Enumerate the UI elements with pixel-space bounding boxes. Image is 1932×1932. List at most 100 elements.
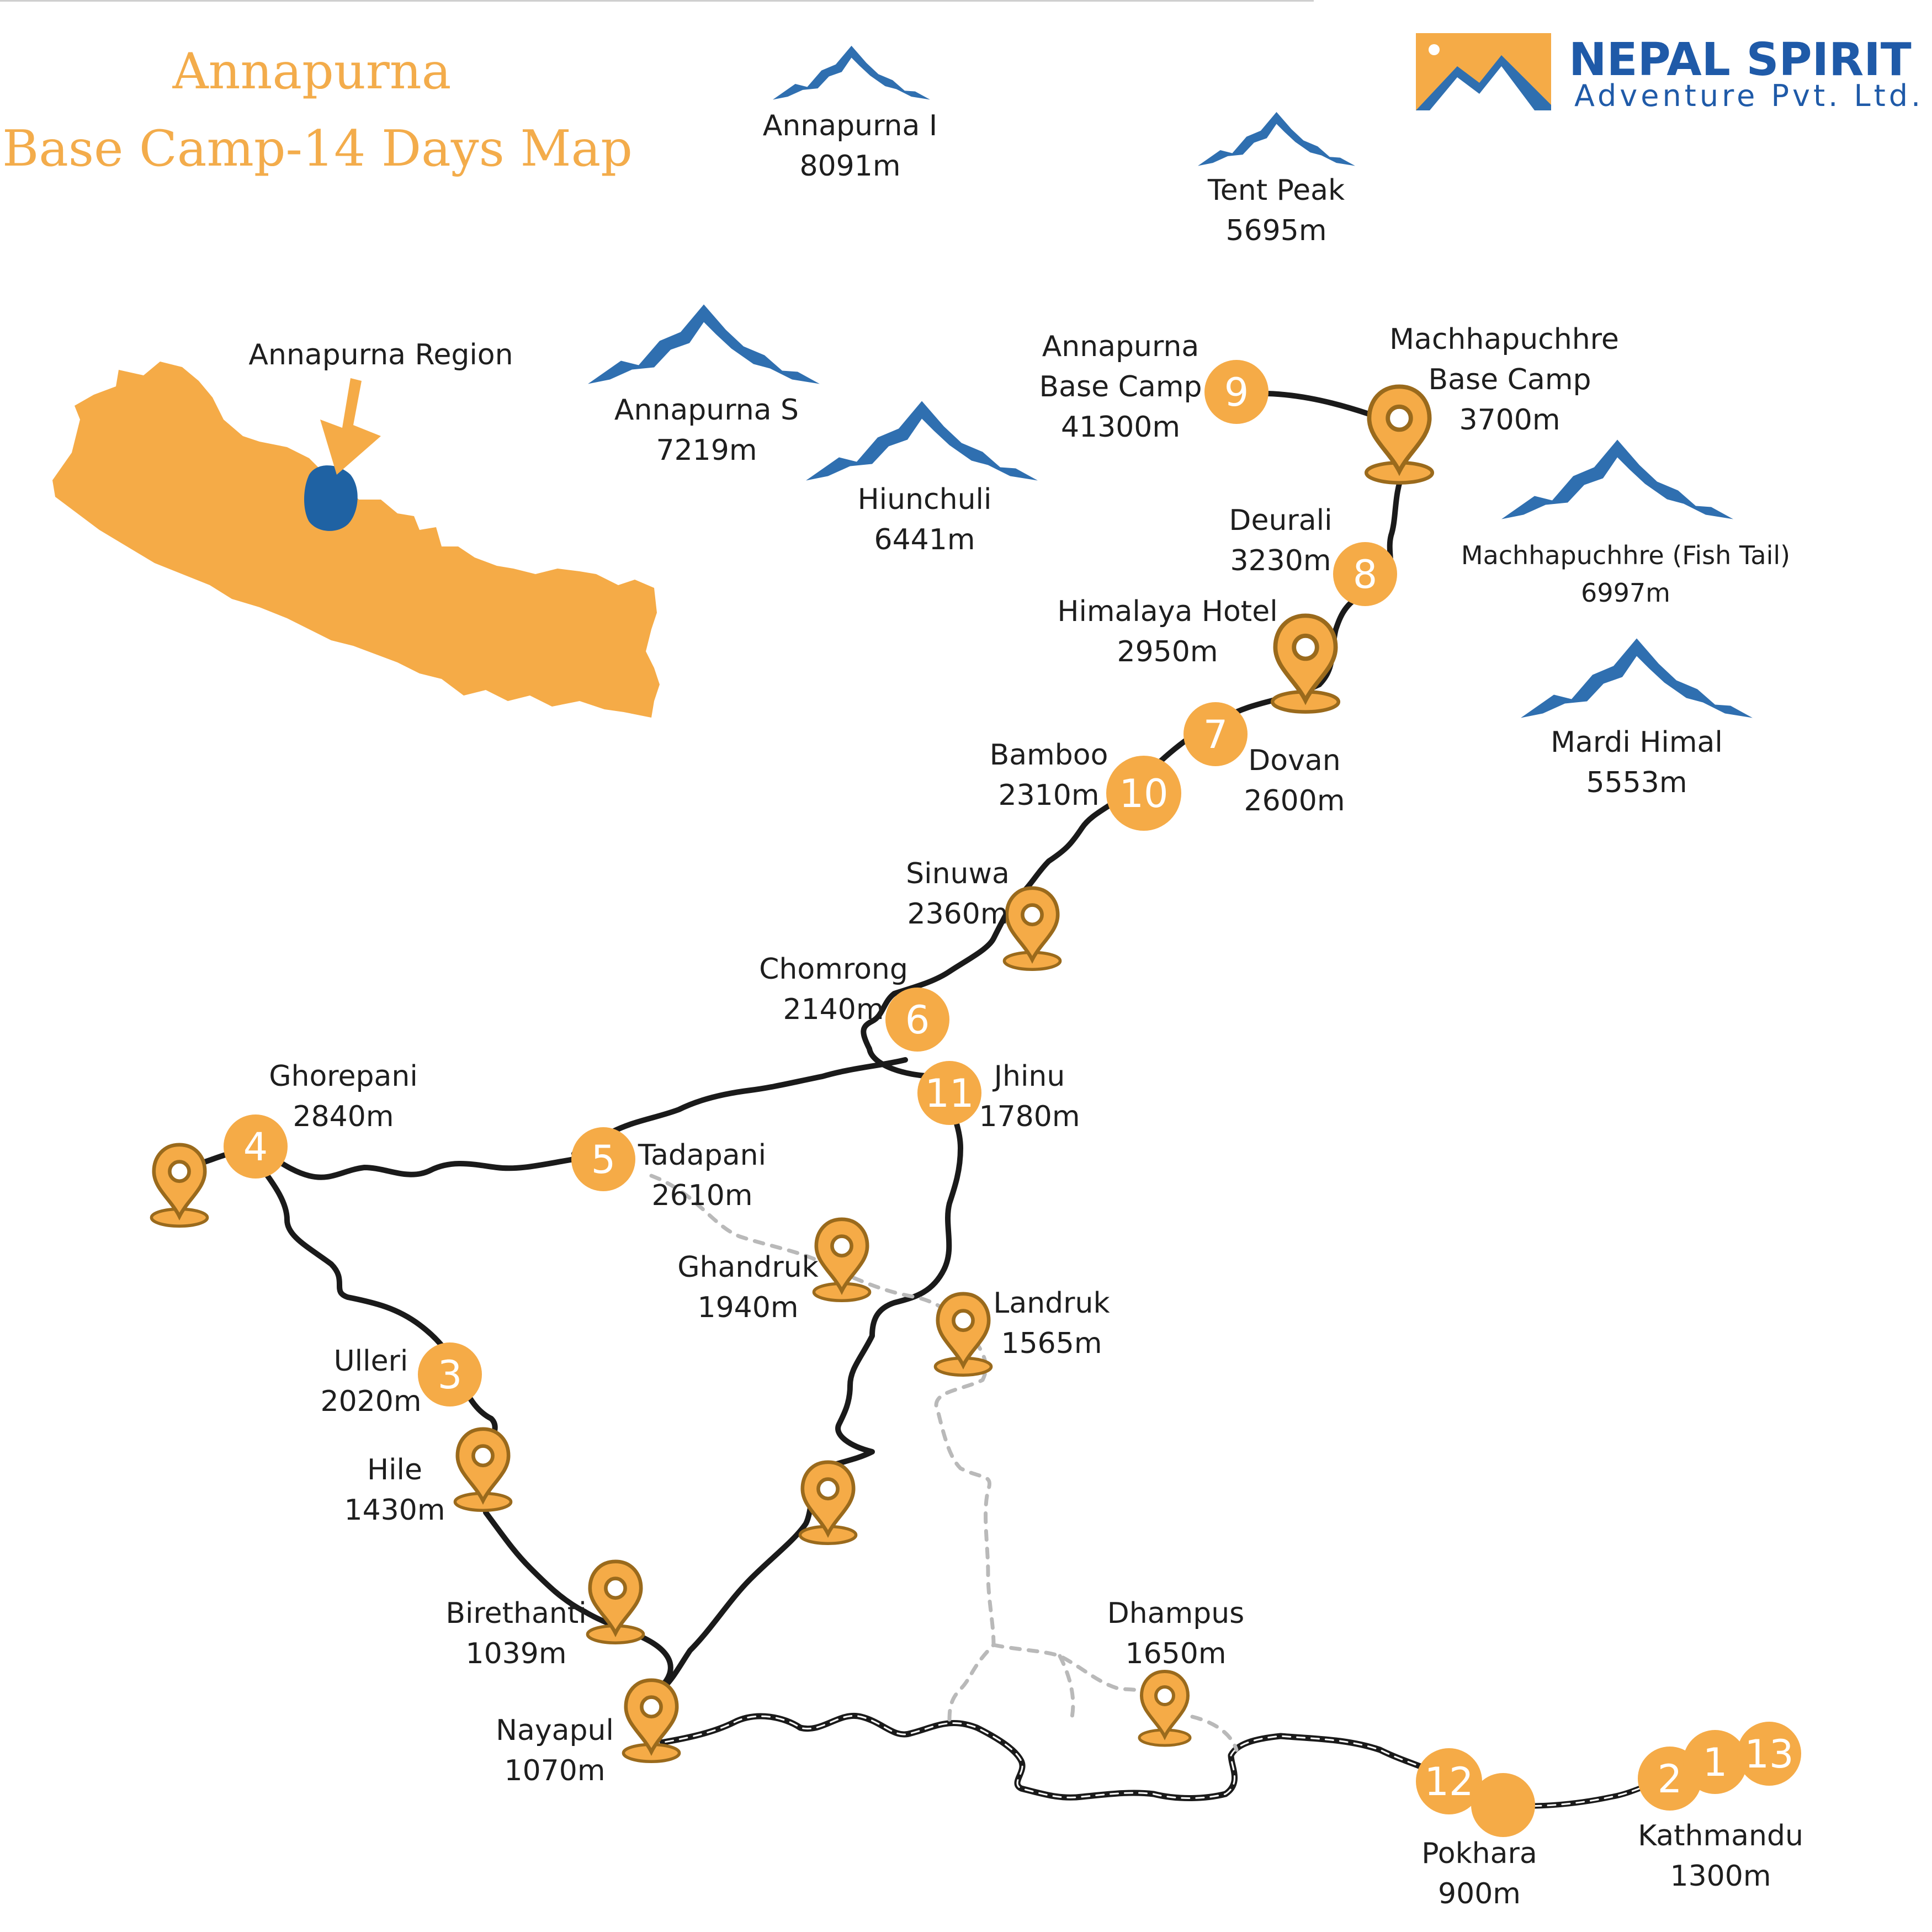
day-marker-4[interactable]: 4	[224, 1114, 288, 1179]
pin-machhapuchhre-base-camp-icon[interactable]	[1366, 386, 1432, 482]
stop-elevation: 1780m	[979, 1100, 1080, 1133]
stop-elevation: 1300m	[1670, 1860, 1771, 1893]
day-marker-12[interactable]: 12	[1416, 1748, 1482, 1814]
day-marker-1[interactable]: 1	[1683, 1730, 1747, 1794]
stop-name: Hile	[367, 1453, 422, 1487]
alt-trail-tadapani-ghandruk-landruk	[649, 1174, 996, 1724]
pin-ghandruk-icon[interactable]	[814, 1219, 869, 1301]
stop-elevation: 2020m	[321, 1385, 422, 1418]
nepal-inset-map: Annapurna Region	[52, 338, 660, 718]
stop-elevation: 3700m	[1459, 404, 1561, 437]
stop-elevation: 1430m	[344, 1494, 445, 1527]
stop-label-hile: Hile 1430m	[344, 1453, 445, 1527]
day-number: 9	[1224, 370, 1249, 415]
inset-region-label: Annapurna Region	[248, 338, 513, 371]
day-number: 1	[1703, 1740, 1728, 1785]
day-number: 6	[905, 997, 930, 1043]
brand-tagline: Adventure Pvt. Ltd.	[1574, 78, 1924, 113]
day-marker-9[interactable]: 9	[1204, 360, 1268, 424]
pin-dhampus-icon[interactable]	[1139, 1671, 1190, 1745]
stop-name: Ghorepani	[269, 1060, 418, 1093]
alt-trail-dhampus-branch	[1058, 1654, 1075, 1724]
pokhara-marker[interactable]	[1471, 1773, 1535, 1837]
day-number: 4	[243, 1124, 268, 1170]
pin-hile-icon[interactable]	[455, 1429, 511, 1510]
stop-label-sinuwa: Sinuwa 2360m	[906, 857, 1010, 931]
day-marker-10[interactable]: 10	[1106, 756, 1181, 831]
stop-label-dhampus: Dhampus 1650m	[1107, 1597, 1245, 1670]
mountain-icon-tent-peak	[1198, 112, 1355, 166]
mountain-elevation-tent-peak: 5695m	[1226, 214, 1327, 247]
stop-name: Chomrong	[759, 953, 908, 986]
mountain-icon-annapurna-i	[773, 45, 930, 100]
stop-label-dovan: Dovan 2600m	[1244, 744, 1345, 818]
stop-label-nayapul: Nayapul 1070m	[496, 1714, 614, 1787]
mountain-elevation-annapurna-s: 7219m	[656, 434, 757, 467]
stop-name: Kathmandu	[1638, 1819, 1803, 1853]
pin-nayapul-icon[interactable]	[623, 1680, 679, 1761]
stop-elevation: 2950m	[1117, 635, 1218, 668]
map-title-line1: Annapurna	[172, 43, 452, 100]
stop-elevation: 1565m	[1001, 1327, 1102, 1360]
stop-label-himalaya-hotel: Himalaya Hotel 2950m	[1057, 595, 1277, 668]
day-marker-7[interactable]: 7	[1183, 702, 1248, 766]
stop-name: Himalaya Hotel	[1057, 595, 1277, 628]
stop-name: Jhinu	[992, 1060, 1065, 1093]
stop-label-ghorepani: Ghorepani 2840m	[269, 1060, 418, 1133]
pin-landruk-icon[interactable]	[935, 1294, 991, 1375]
mountain-icon-machhapuchhre	[1501, 439, 1733, 519]
stop-label-tadapani: Tadapani 2610m	[638, 1139, 766, 1212]
pin-ghorepani-west-icon[interactable]	[151, 1145, 207, 1226]
stop-label-pokhara: Pokhara 900m	[1421, 1837, 1537, 1910]
stop-label-ulleri: Ulleri 2020m	[321, 1345, 422, 1418]
stop-label-landruk: Landruk 1565m	[993, 1287, 1110, 1360]
day-number: 13	[1744, 1732, 1793, 1777]
stop-name: Sinuwa	[906, 857, 1010, 890]
stop-label-bamboo: Bamboo 2310m	[990, 739, 1108, 812]
stop-name: Dovan	[1248, 744, 1340, 777]
pin-himalaya-hotel-icon[interactable]	[1272, 615, 1339, 712]
mountain-icon-mardi-himal	[1521, 638, 1753, 718]
stop-name-line: Annapurna	[1042, 330, 1199, 363]
day-marker-13[interactable]: 13	[1737, 1722, 1801, 1786]
stop-elevation: 2360m	[907, 898, 1009, 931]
stop-name: Tadapani	[638, 1139, 766, 1172]
stop-name-line: Base Camp	[1039, 370, 1202, 404]
stop-name: Ulleri	[334, 1345, 408, 1378]
stop-name: Deurali	[1229, 504, 1332, 537]
day-marker-3[interactable]: 3	[418, 1342, 482, 1406]
day-marker-6[interactable]: 6	[885, 988, 949, 1052]
top-divider-line	[0, 0, 1314, 2]
stop-elevation: 2610m	[652, 1179, 753, 1212]
day-marker-8[interactable]: 8	[1333, 542, 1397, 606]
pin-sinuwa-icon[interactable]	[1004, 888, 1060, 969]
stop-name: Pokhara	[1421, 1837, 1537, 1870]
annapurna-region-highlight	[304, 465, 358, 531]
day-marker-5[interactable]: 5	[571, 1127, 635, 1191]
mountain-name-annapurna-i: Annapurna I	[763, 109, 937, 142]
logo-snow-icon	[1430, 66, 1535, 110]
mountain-name-tent-peak: Tent Peak	[1207, 174, 1345, 207]
stop-label-ghandruk: Ghandruk 1940m	[677, 1251, 819, 1324]
mountain-elevation-machhapuchhre: 6997m	[1581, 578, 1670, 608]
pin-jhinu-route-icon[interactable]	[800, 1462, 856, 1543]
stop-label-chomrong: Chomrong 2140m	[759, 953, 908, 1026]
map-title-line2: Base Camp-14 Days Map	[2, 120, 633, 178]
day-number: 10	[1119, 771, 1168, 816]
day-number: 3	[438, 1352, 463, 1398]
stop-elevation: 2600m	[1244, 784, 1345, 818]
trail-nayapul-to-pokhara	[648, 1712, 1450, 1801]
day-marker-11[interactable]: 11	[917, 1061, 981, 1125]
pin-birethanti-icon[interactable]	[587, 1562, 643, 1643]
brand-logo: NEPAL SPIRIT Adventure Pvt. Ltd.	[1416, 33, 1924, 113]
mountain-elevation-mardi-himal: 5553m	[1586, 766, 1687, 799]
logo-hiker-icon	[1429, 44, 1440, 55]
stop-elevation: 2310m	[999, 779, 1100, 812]
mountain-elevation-annapurna-i: 8091m	[800, 150, 901, 183]
mountain-icon-annapurna-s	[588, 304, 820, 384]
trail-abc-to-mbc	[1234, 390, 1409, 687]
stop-elevation: 41300m	[1061, 411, 1180, 444]
